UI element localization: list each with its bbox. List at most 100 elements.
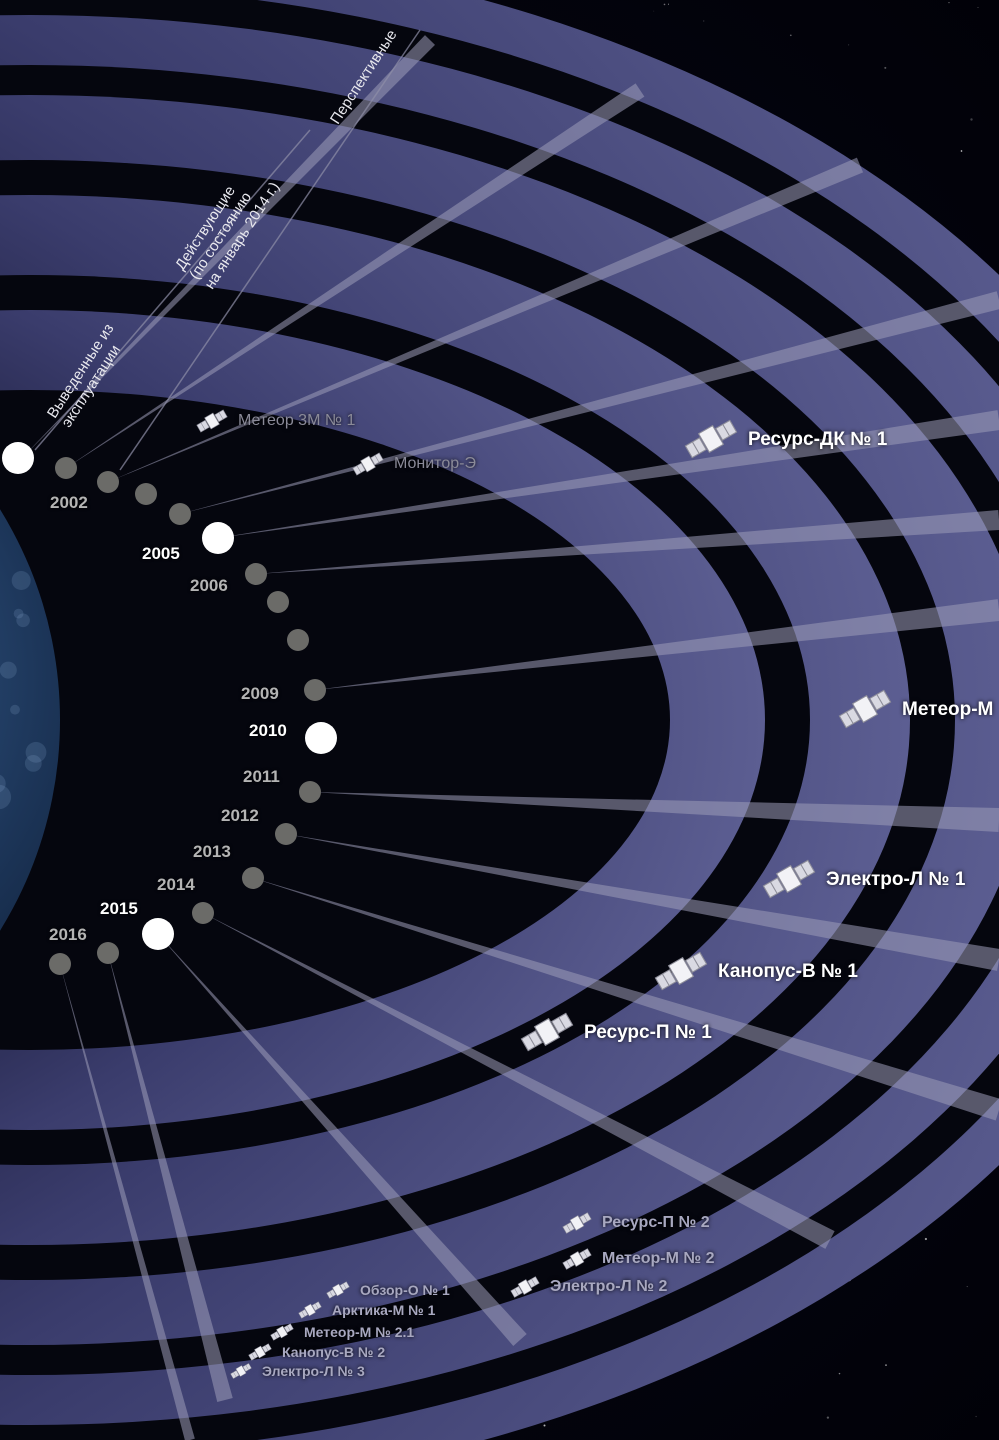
launch-ray: [286, 834, 999, 971]
category-divider: [34, 129, 311, 451]
timeline-dot: [299, 781, 321, 803]
star: [653, 10, 655, 12]
satellite-icon: [838, 682, 892, 736]
timeline-dot: [275, 823, 297, 845]
timeline-dot: [169, 503, 191, 525]
satellite-icon: [230, 1360, 252, 1382]
earth-cloud: [0, 774, 6, 793]
launch-ray: [158, 934, 527, 1346]
earth-cloud: [13, 608, 24, 619]
launch-ray: [218, 410, 999, 538]
earth-globe: [0, 509, 60, 931]
timeline-dot: [55, 457, 77, 479]
satellite-icon: [352, 448, 384, 480]
timeline-dot: [97, 471, 119, 493]
launch-ray: [66, 83, 645, 468]
timeline-dot: [304, 679, 326, 701]
star: [826, 1416, 830, 1419]
star: [543, 1424, 546, 1427]
satellite-icon: [270, 1320, 294, 1344]
year-label: 2011: [243, 767, 280, 786]
satellite-entry: Ресурс-П № 1: [520, 1005, 712, 1059]
satellite-icon: [298, 1298, 322, 1322]
satellite-icon: [510, 1272, 540, 1302]
launch-ray: [315, 599, 999, 690]
satellite-entry: Электро-Л № 3: [230, 1360, 365, 1382]
earth-cloud: [11, 571, 31, 590]
satellite-icon: [562, 1244, 592, 1274]
satellite-entry: Метеор 3М № 1: [196, 405, 355, 437]
timeline-dot-major: [202, 522, 234, 554]
satellite-name: Ресурс-П № 2: [602, 1214, 710, 1231]
launch-ray: [22, 35, 436, 458]
earth-cloud: [0, 661, 17, 679]
satellite-name: Ресурс-ДК № 1: [748, 428, 888, 450]
star: [703, 20, 705, 22]
satellite-icon: [762, 852, 816, 906]
satellite-name: Ресурс-П № 1: [584, 1021, 712, 1043]
launch-ray: [60, 964, 195, 1440]
satellite-icon: [326, 1278, 350, 1302]
launch-ray: [253, 878, 999, 1121]
satellite-entry: Электро-Л № 1: [762, 852, 965, 906]
year-label: 2013: [193, 842, 231, 861]
earth-cloud: [16, 613, 30, 628]
launch-ray: [108, 157, 864, 482]
satellite-name: Арктика-М № 1: [332, 1302, 436, 1318]
satellite-name: Электро-Л № 2: [550, 1278, 668, 1295]
earth-cloud: [10, 704, 20, 715]
satellite-entry: Канопус-В № 2: [248, 1340, 385, 1364]
year-label: 2014: [157, 875, 195, 894]
star: [667, 3, 670, 5]
earth-cloud: [25, 741, 47, 763]
launch-ray: [310, 792, 999, 832]
year-label: 2006: [190, 576, 228, 595]
launch-ray: [108, 953, 233, 1403]
launch-ray: [180, 291, 999, 514]
timeline-dots: [2, 442, 337, 975]
star: [975, 1415, 977, 1418]
satellite-icon: [196, 405, 228, 437]
timeline-dot-major: [142, 918, 174, 950]
star: [848, 44, 850, 46]
star: [885, 1364, 887, 1366]
satellite-entry: Арктика-М № 1: [298, 1298, 435, 1322]
star: [970, 118, 973, 121]
satellite-entry: Монитор-Э: [352, 448, 476, 480]
year-label: 2016: [49, 925, 87, 944]
satellite-name: Канопус-В № 2: [282, 1344, 386, 1360]
star: [960, 150, 963, 152]
satellite-entry: Метеор-М № 2: [562, 1244, 715, 1274]
star: [884, 66, 887, 69]
satellite-icon: [520, 1005, 574, 1059]
satellite-name: Канопус-В № 1: [718, 960, 858, 982]
timeline-dot: [192, 902, 214, 924]
timeline-dot: [97, 942, 119, 964]
timeline-dot: [267, 591, 289, 613]
timeline-dot: [135, 483, 157, 505]
satellite-entry: Ресурс-ДК № 1: [684, 412, 887, 466]
star: [924, 1237, 928, 1241]
year-label: 2015: [100, 899, 138, 918]
launch-ray: [203, 913, 835, 1249]
star: [948, 1, 950, 4]
satellite-entry: Ресурс-П № 2: [562, 1208, 710, 1238]
satellite-name: Электро-Л № 1: [826, 868, 966, 890]
year-label: 2005: [142, 544, 180, 563]
satellite-name: Метеор-М № 2.1: [304, 1324, 415, 1340]
star: [977, 6, 979, 8]
star: [789, 34, 792, 37]
satellite-entry: Электро-Л № 2: [510, 1272, 667, 1302]
earth-globe: [0, 509, 60, 931]
year-label: 2010: [249, 721, 287, 740]
launch-ray: [256, 510, 999, 574]
satellite-name: Метеор 3М № 1: [238, 412, 356, 429]
satellite-name: Метеор-М № 2: [602, 1250, 715, 1267]
year-label: 2012: [221, 806, 259, 825]
satellite-entry: Метеор-М № 2.1: [270, 1320, 414, 1344]
satellite-name: Обзор-О № 1: [360, 1282, 450, 1298]
timeline-dot: [245, 563, 267, 585]
category-divider: [119, 29, 421, 471]
year-label: 2009: [241, 684, 279, 703]
